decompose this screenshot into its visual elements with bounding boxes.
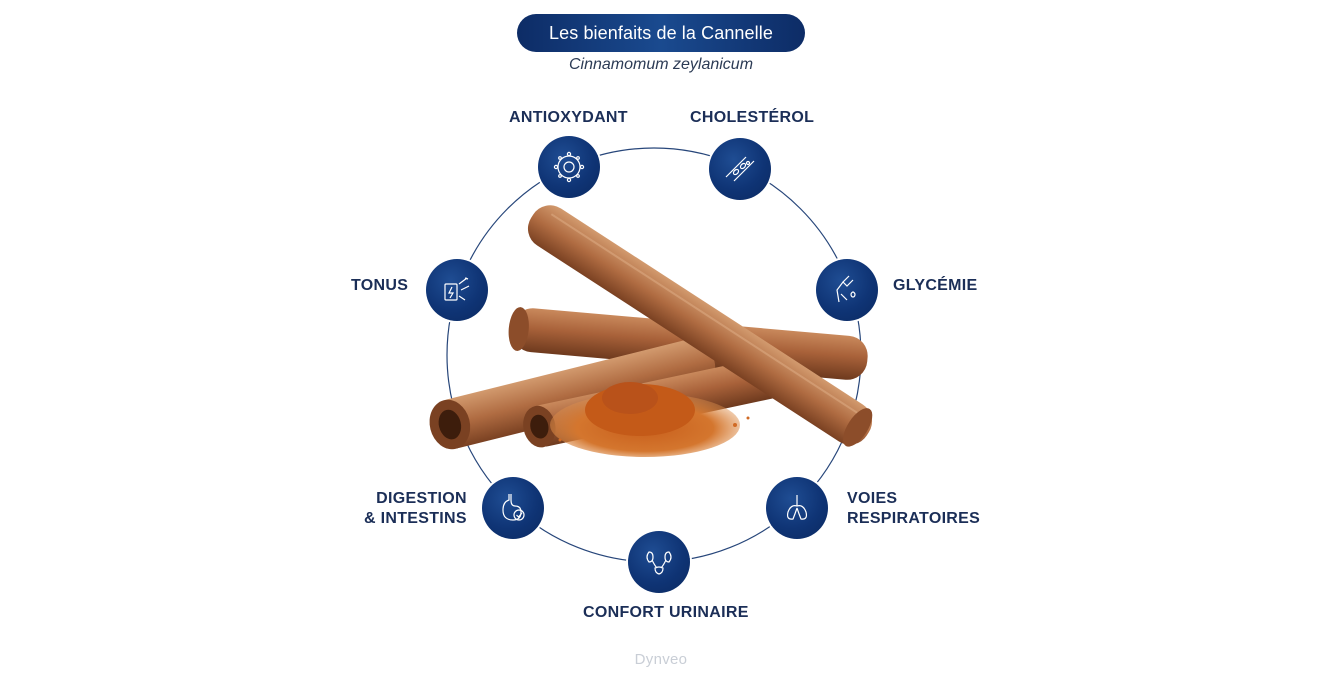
glucose-finger-icon bbox=[836, 275, 856, 303]
label-voies: VOIES RESPIRATOIRES bbox=[847, 489, 980, 529]
page-title: Les bienfaits de la Cannelle bbox=[549, 22, 773, 43]
cinnamon-stick-left bbox=[429, 339, 716, 450]
brand-logo: Dynveo bbox=[634, 651, 688, 668]
label-digestion: DIGESTION & INTESTINS bbox=[364, 489, 467, 529]
label-tonus: TONUS bbox=[351, 277, 409, 294]
title-pill: Les bienfaits de la Cannelle bbox=[517, 14, 805, 52]
cinnamon-stick-diagonal bbox=[527, 205, 873, 447]
label-voies-line2: RESPIRATOIRES bbox=[847, 510, 981, 527]
tonus-node bbox=[426, 259, 488, 321]
cell-icon bbox=[553, 151, 585, 183]
label-digestion-line2: & INTESTINS bbox=[364, 510, 467, 527]
label-voies-line1: VOIES bbox=[847, 490, 898, 507]
label-glycemie: GLYCÉMIE bbox=[893, 277, 978, 294]
artery-icon bbox=[725, 156, 755, 182]
label-confort-urinaire: CONFORT URINAIRE bbox=[583, 604, 749, 621]
label-digestion-line1: DIGESTION bbox=[376, 490, 467, 507]
energy-icon bbox=[444, 277, 470, 301]
stomach-icon bbox=[502, 494, 525, 521]
lungs-icon bbox=[786, 495, 808, 520]
glycemie-node bbox=[816, 259, 878, 321]
voies-respiratoires-node bbox=[766, 477, 828, 539]
antioxydant-node bbox=[538, 136, 600, 198]
cholesterol-node bbox=[709, 138, 771, 200]
confort-urinaire-node bbox=[628, 531, 690, 593]
digestion-node bbox=[482, 477, 544, 539]
latin-name: Cinnamomum zeylanicum bbox=[568, 56, 754, 73]
kidneys-bladder-icon bbox=[646, 551, 672, 575]
cinnamon-powder bbox=[550, 382, 750, 457]
label-cholesterol: CHOLESTÉROL bbox=[690, 109, 815, 126]
label-antioxydant: ANTIOXYDANT bbox=[509, 109, 628, 126]
